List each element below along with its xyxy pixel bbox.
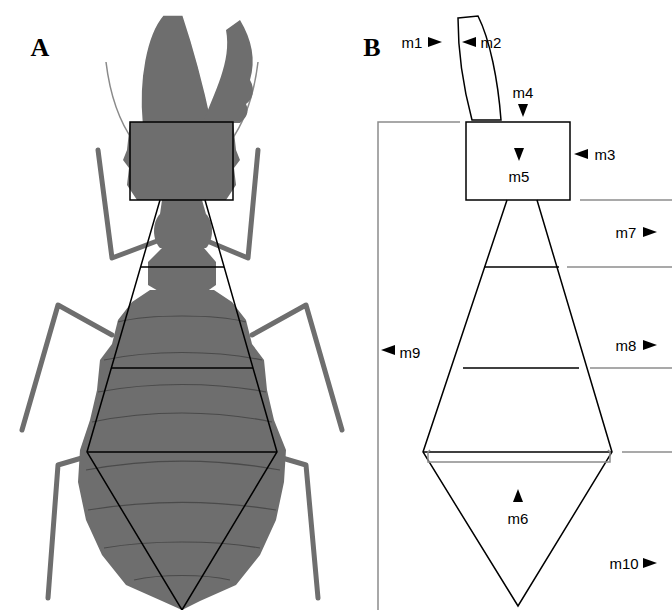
insect-silhouette	[22, 15, 342, 610]
measurement-label: m5	[509, 169, 530, 184]
measurement-label: m2	[481, 35, 502, 50]
panel-letter: B	[363, 35, 380, 61]
measurement-label: m9	[400, 345, 421, 360]
panel-letter: A	[31, 35, 50, 61]
measurement-label: m4	[513, 85, 534, 100]
dimension-brackets	[378, 122, 672, 610]
measurement-label: m6	[508, 511, 529, 526]
measurement-overlay	[87, 122, 277, 610]
measurement-label: m1	[402, 35, 423, 50]
measurement-label: m3	[595, 147, 616, 162]
pointer-arrows	[381, 37, 657, 568]
schematic	[423, 16, 612, 606]
measurement-label: m7	[616, 225, 637, 240]
measurement-label: m8	[616, 338, 637, 353]
measurement-label: m10	[609, 556, 638, 571]
